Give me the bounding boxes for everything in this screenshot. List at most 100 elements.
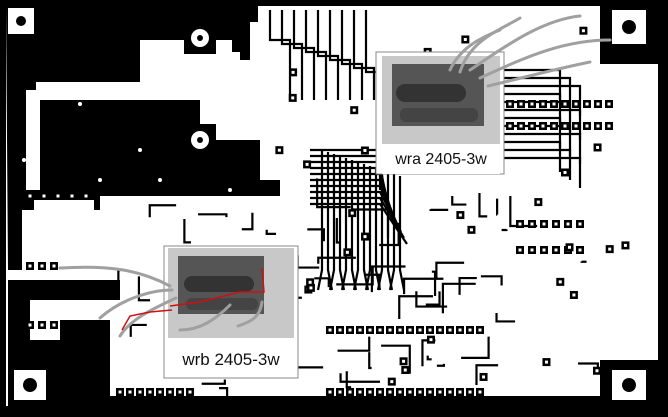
red-wires: [121, 267, 265, 331]
trace: [458, 276, 477, 295]
trace: [314, 277, 330, 288]
pad-hole: [52, 264, 56, 268]
pad-hole: [348, 328, 352, 332]
pad-hole: [402, 359, 406, 363]
pad-hole: [508, 102, 512, 106]
pad-hole: [448, 390, 452, 394]
trace: [364, 273, 381, 290]
trace: [461, 336, 490, 359]
pad-hole: [378, 328, 382, 332]
pad-hole: [338, 328, 342, 332]
trace: [280, 10, 304, 100]
pad-hole: [338, 390, 342, 394]
pad-hole: [463, 37, 467, 41]
wires: [58, 14, 612, 338]
pad-hole: [482, 375, 486, 379]
pad-hole: [309, 286, 313, 290]
pad-hole: [28, 323, 32, 327]
pad-hole: [581, 29, 585, 33]
pad-hole: [563, 102, 567, 106]
pad-hole: [305, 162, 309, 166]
trace: [495, 313, 516, 323]
pad-hole: [352, 108, 356, 112]
pad-hole: [541, 124, 545, 128]
pad-hole: [40, 323, 44, 327]
trace: [500, 92, 562, 124]
pad-hole: [56, 194, 60, 198]
pad-hole: [530, 248, 534, 252]
trace: [370, 265, 406, 293]
pad-hole: [541, 102, 545, 106]
pad-hole: [518, 248, 522, 252]
pad-hole: [363, 148, 367, 152]
pad-hole: [418, 390, 422, 394]
pad-hole: [428, 328, 432, 332]
trace: [345, 371, 352, 389]
trace: [201, 379, 226, 385]
pad-hole: [478, 390, 482, 394]
pad-hole: [438, 328, 442, 332]
pad-hole: [519, 102, 523, 106]
pad-hole: [552, 124, 556, 128]
trace: [426, 355, 432, 361]
trace: [137, 276, 151, 302]
trace: [402, 277, 444, 295]
trace: [436, 363, 445, 367]
pad-hole: [468, 328, 472, 332]
trace: [316, 150, 324, 291]
copper-pour-bottom-strip: [110, 396, 600, 406]
pad-hole: [403, 368, 407, 372]
pad-hole: [530, 222, 534, 226]
pad-hole: [448, 328, 452, 332]
pad-hole: [408, 328, 412, 332]
pad-hole: [558, 280, 562, 284]
pad-hole: [574, 124, 578, 128]
trace: [431, 270, 437, 297]
pad-hole: [607, 102, 611, 106]
trace: [368, 352, 372, 370]
pour-cutout-b: [26, 90, 40, 190]
pad-hole: [291, 96, 295, 100]
pad-hole: [596, 145, 600, 149]
trace: [500, 156, 582, 188]
trace: [304, 10, 328, 100]
copper-pour-mid: [36, 100, 280, 210]
pad-hole: [458, 213, 462, 217]
trace: [379, 222, 400, 247]
via: [248, 98, 252, 102]
trace: [219, 386, 229, 405]
pad-hole: [607, 124, 611, 128]
trace: [317, 256, 356, 264]
pad-hole: [542, 248, 546, 252]
trace: [316, 178, 351, 209]
trace: [183, 219, 191, 244]
pad-hole: [572, 293, 576, 297]
pad-hole: [398, 328, 402, 332]
trace: [425, 291, 441, 306]
pad-hole: [408, 390, 412, 394]
pad-hole: [52, 323, 56, 327]
pad-hole: [518, 222, 522, 226]
trace: [429, 208, 449, 211]
pad-hole: [508, 124, 512, 128]
module-b-label: wrb 2405-3w: [168, 343, 294, 377]
trace: [265, 229, 277, 235]
pad-hole: [350, 211, 354, 215]
pad-hole: [28, 194, 32, 198]
trace: [328, 10, 352, 100]
pad-hole: [388, 390, 392, 394]
pad-hole: [277, 148, 281, 152]
trace: [292, 10, 316, 100]
pad-hole: [585, 102, 589, 106]
trace: [398, 176, 406, 291]
pad-hole: [567, 245, 571, 249]
pad-hole: [388, 328, 392, 332]
pad-hole: [578, 248, 582, 252]
pad-hole: [429, 338, 433, 342]
pad-hole: [596, 102, 600, 106]
pad-hole: [608, 247, 612, 251]
pad-hole: [574, 102, 578, 106]
pad-hole: [563, 124, 567, 128]
pad-hole: [398, 390, 402, 394]
